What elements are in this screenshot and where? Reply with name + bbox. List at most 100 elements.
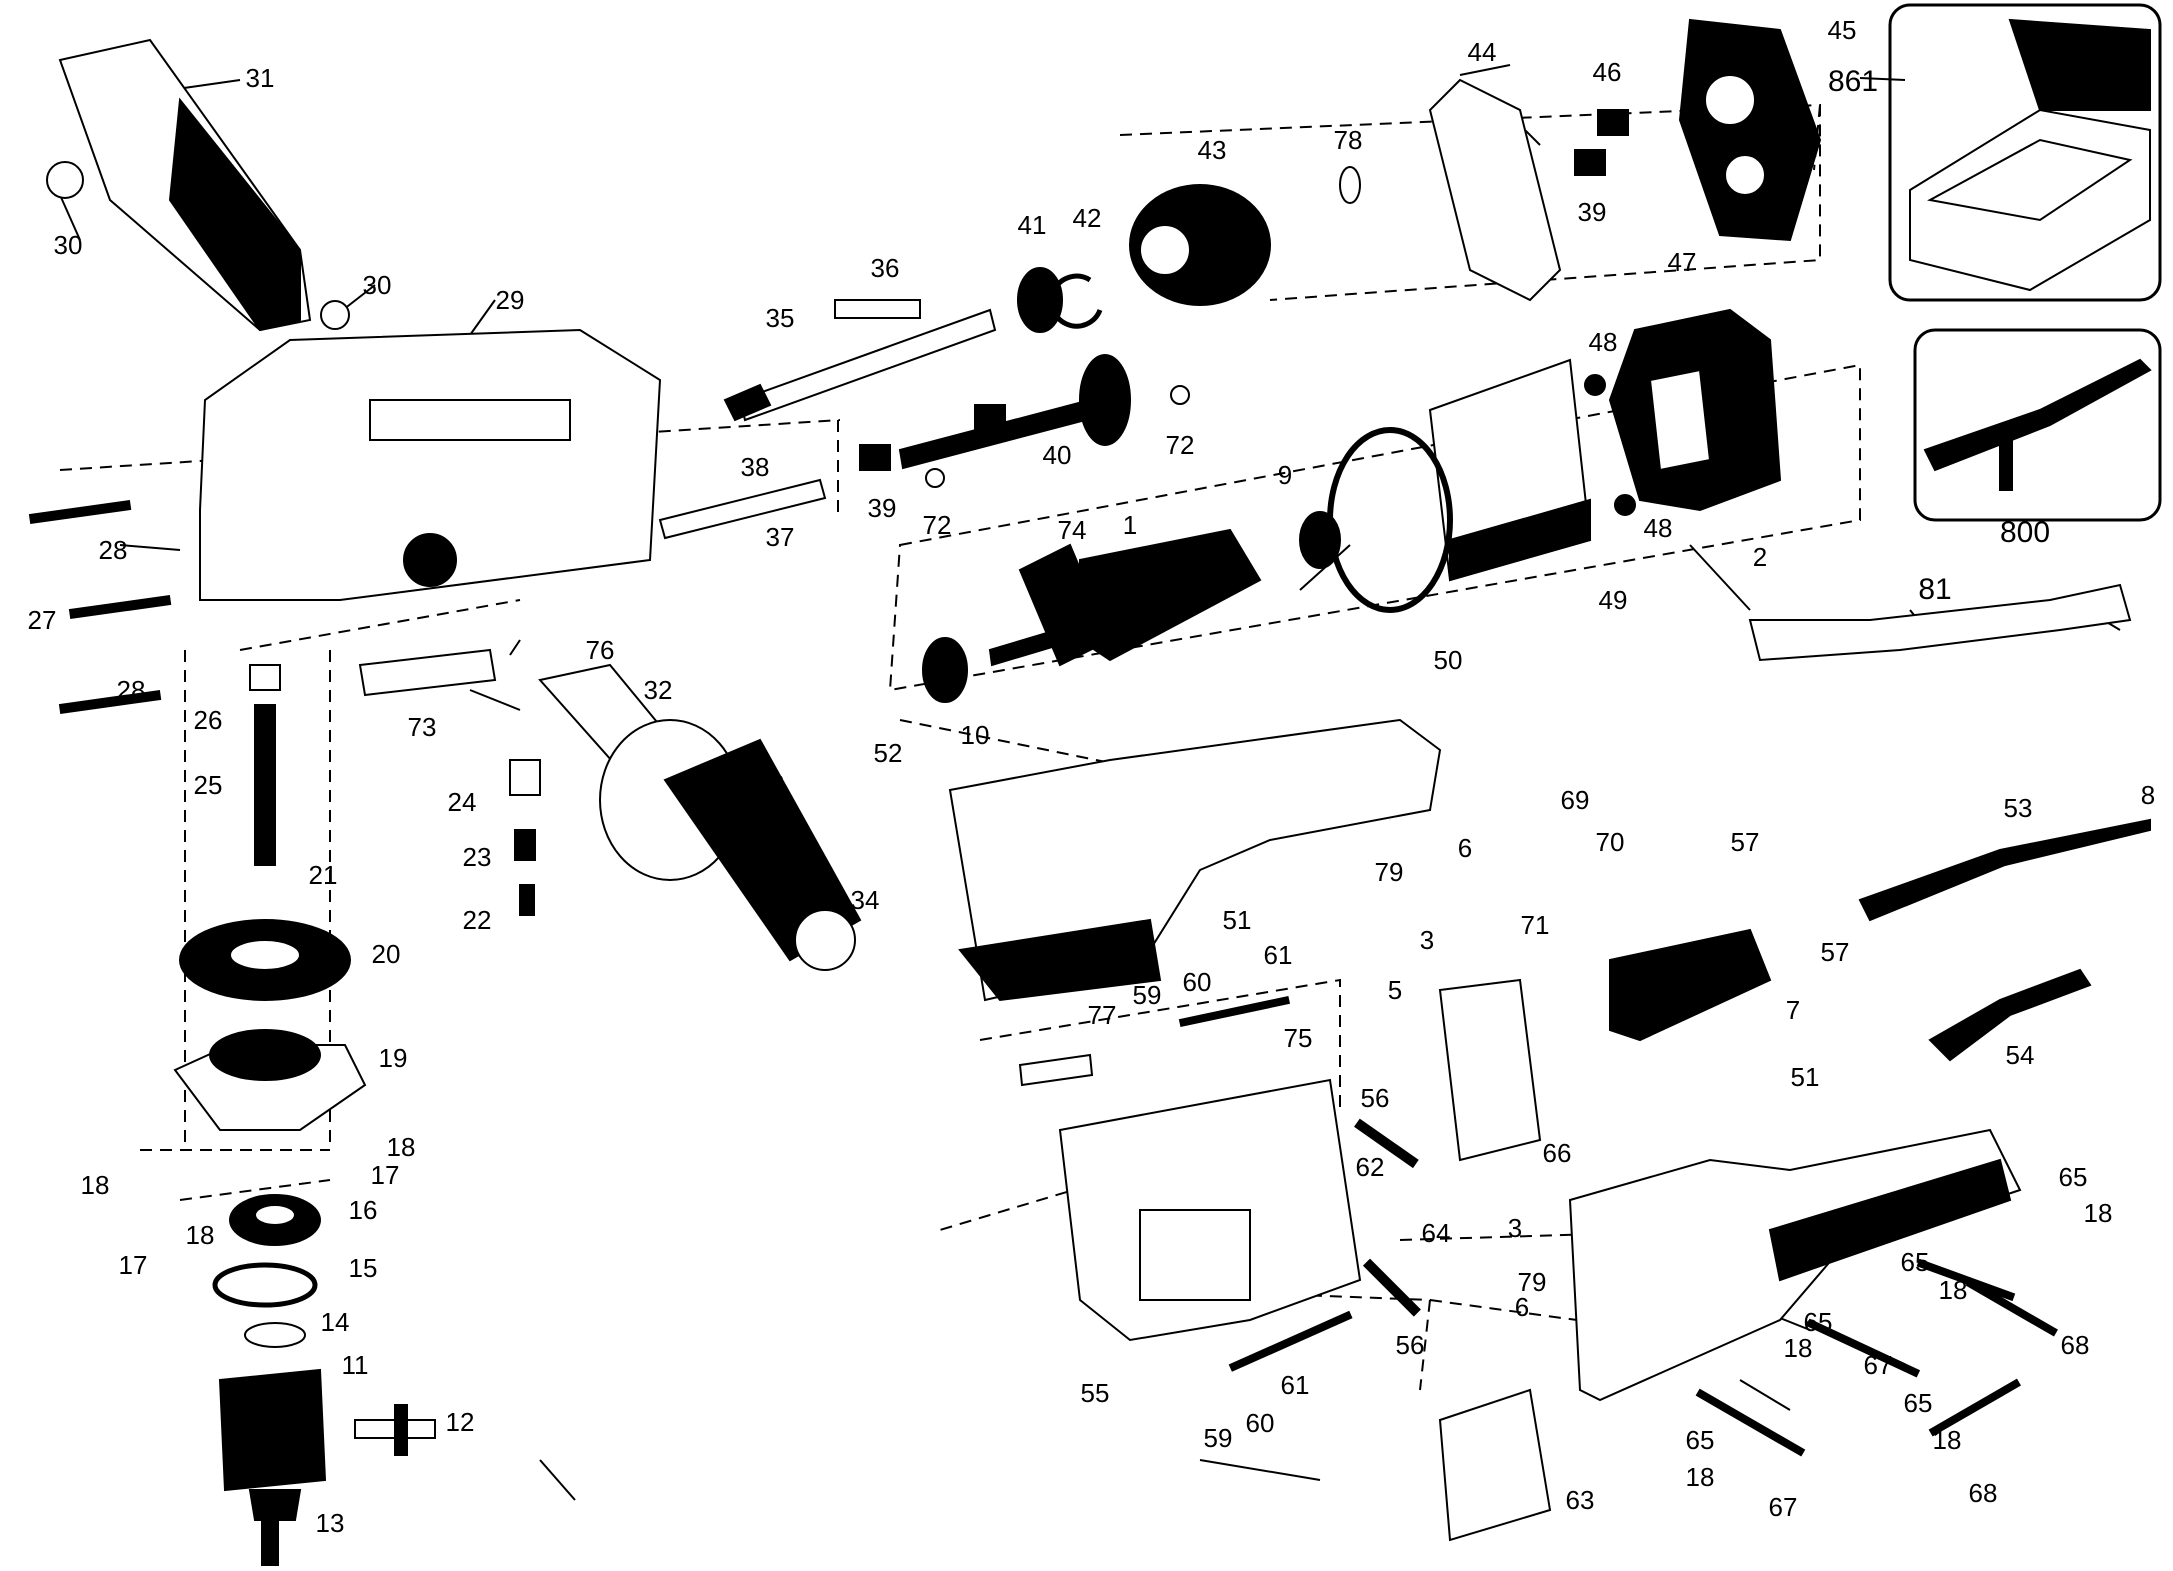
part-label-6: 6 [1514, 1292, 1530, 1322]
kit-label-800: 800 [1999, 516, 2051, 549]
part-label-21: 21 [308, 860, 338, 890]
part-label-75: 75 [1283, 1023, 1313, 1053]
part-label-41: 41 [1017, 210, 1047, 240]
part-label-27: 27 [27, 605, 57, 635]
part-label-11: 11 [341, 1350, 369, 1380]
part-label-38: 38 [740, 452, 770, 482]
part-label-35: 35 [765, 303, 795, 333]
part-label-17: 17 [370, 1160, 400, 1190]
part-label-28: 28 [116, 675, 146, 705]
part-label-14: 14 [320, 1307, 350, 1337]
part-label-36: 36 [870, 253, 900, 283]
part-label-32: 32 [643, 675, 673, 705]
part-label-65: 65 [1685, 1425, 1715, 1455]
part-label-60: 60 [1245, 1408, 1275, 1438]
part-label-68: 68 [2060, 1330, 2090, 1360]
part-label-50: 50 [1433, 645, 1463, 675]
part-label-51: 51 [1790, 1062, 1820, 1092]
part-label-7: 7 [1785, 995, 1801, 1025]
part-label-59: 59 [1203, 1423, 1233, 1453]
part-label-13: 13 [315, 1508, 345, 1538]
part-label-74: 74 [1057, 515, 1087, 545]
part-label-71: 71 [1520, 910, 1550, 940]
part-label-17: 17 [118, 1250, 148, 1280]
part-label-59: 59 [1132, 980, 1162, 1010]
part-label-15: 15 [348, 1253, 378, 1283]
part-label-12: 12 [445, 1407, 475, 1437]
part-label-67: 67 [1768, 1492, 1798, 1522]
part-label-2: 2 [1752, 542, 1768, 572]
part-label-54: 54 [2005, 1040, 2035, 1070]
part-label-8: 8 [2140, 780, 2156, 810]
accessory-boxes [1888, 3, 2162, 522]
part-label-63: 63 [1565, 1485, 1595, 1515]
part-label-1: 1 [1122, 510, 1138, 540]
part-label-65: 65 [1803, 1307, 1833, 1337]
part-label-79: 79 [1374, 857, 1404, 887]
kit-box-861 [1888, 3, 2162, 302]
part-label-64: 64 [1421, 1218, 1451, 1248]
part-label-20: 20 [371, 939, 401, 969]
part-label-19: 19 [378, 1043, 408, 1073]
part-label-29: 29 [495, 285, 525, 315]
part-label-49: 49 [1598, 585, 1628, 615]
part-label-56: 56 [1360, 1083, 1390, 1113]
part-label-79: 79 [1517, 1267, 1547, 1297]
part-label-44: 44 [1467, 37, 1497, 67]
part-label-62: 62 [1355, 1152, 1385, 1182]
part-label-39: 39 [867, 493, 897, 523]
part-label-10: 10 [960, 720, 990, 750]
part-label-18: 18 [185, 1220, 215, 1250]
part-label-18: 18 [2083, 1198, 2113, 1228]
part-label-30: 30 [362, 270, 392, 300]
part-label-18: 18 [1938, 1275, 1968, 1305]
part-label-53: 53 [2003, 793, 2033, 823]
part-label-61: 61 [1263, 940, 1293, 970]
part-label-26: 26 [193, 705, 223, 735]
part-label-22: 22 [462, 905, 492, 935]
part-label-18: 18 [1932, 1425, 1962, 1455]
part-label-40: 40 [1042, 440, 1072, 470]
part-label-73: 73 [407, 712, 437, 742]
part-label-18: 18 [80, 1170, 110, 1200]
part-label-60: 60 [1182, 967, 1212, 997]
part-label-57: 57 [1820, 937, 1850, 967]
part-label-70: 70 [1595, 827, 1625, 857]
part-label-16: 16 [348, 1195, 378, 1225]
part-label-57: 57 [1730, 827, 1760, 857]
part-label-18: 18 [1783, 1333, 1813, 1363]
part-label-6: 6 [1457, 833, 1473, 863]
part-label-30: 30 [53, 230, 83, 260]
part-label-47: 47 [1667, 247, 1697, 277]
part-label-72: 72 [1165, 430, 1195, 460]
part-label-23: 23 [462, 842, 492, 872]
part-label-65: 65 [1903, 1388, 1933, 1418]
part-label-9: 9 [1277, 460, 1293, 490]
part-label-65: 65 [1900, 1247, 1930, 1277]
part-label-65: 65 [2058, 1162, 2088, 1192]
accessory-artwork [1909, 18, 2152, 491]
part-label-66: 66 [1542, 1138, 1572, 1168]
part-label-28: 28 [98, 535, 128, 565]
part-label-69: 69 [1560, 785, 1590, 815]
part-label-42: 42 [1072, 203, 1102, 233]
part-label-34: 34 [850, 885, 880, 915]
part-label-39: 39 [1577, 197, 1607, 227]
part-label-24: 24 [447, 787, 477, 817]
part-label-55: 55 [1080, 1378, 1110, 1408]
part-label-37: 37 [765, 522, 795, 552]
part-label-31: 31 [245, 63, 275, 93]
part-label-3: 3 [1507, 1213, 1523, 1243]
part-label-61: 61 [1280, 1370, 1310, 1400]
part-gear-housing-29 [199, 328, 662, 601]
part-label-33: 33 [755, 769, 785, 799]
part-label-56: 56 [1395, 1330, 1425, 1360]
part-label-72: 72 [922, 510, 952, 540]
part-label-5: 5 [1387, 975, 1403, 1005]
part-label-43: 43 [1197, 135, 1227, 165]
kit-box-800 [1913, 328, 2162, 522]
part-label-67: 67 [1863, 1350, 1893, 1380]
part-label-81: 81 [1918, 573, 1952, 606]
